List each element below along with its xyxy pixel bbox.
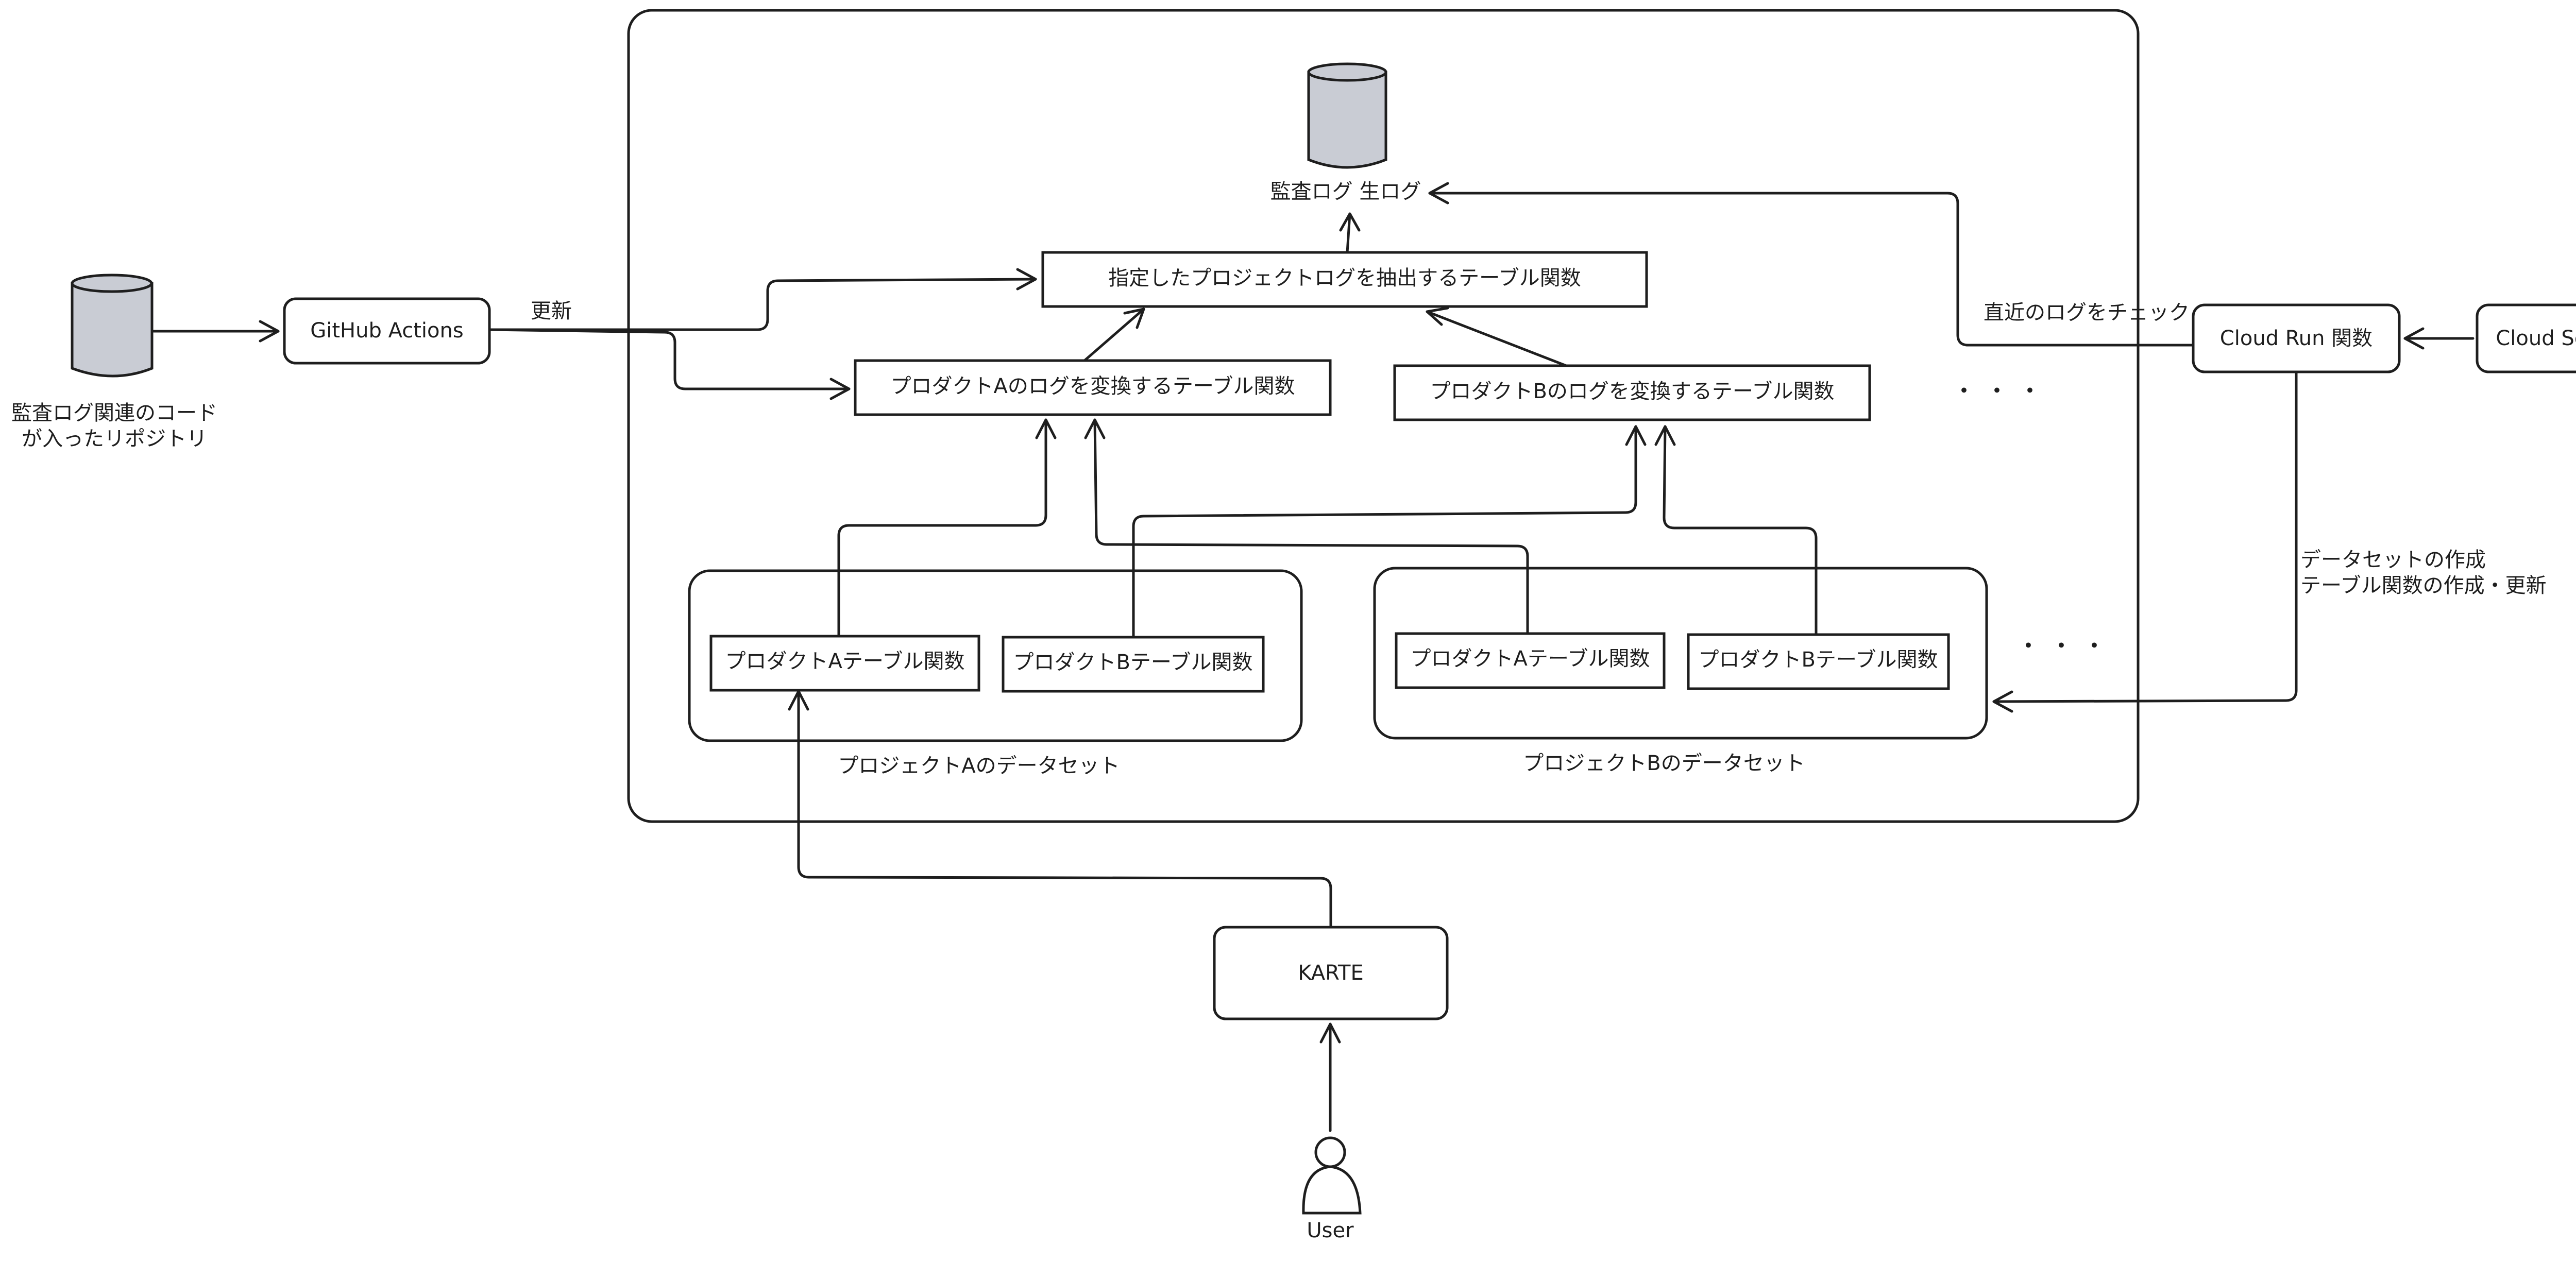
extract-project-log-function-node[interactable] bbox=[1041, 251, 1648, 308]
ellipsis-more-datasets: ・・・ bbox=[2016, 632, 2115, 660]
arrowhead-raw-log bbox=[1339, 212, 1361, 232]
karte-label: KARTE bbox=[1298, 961, 1363, 985]
dataset-a-product-b-function-label: プロダクトBテーブル関数 bbox=[1013, 651, 1252, 674]
dataset-a-label: プロジェクトAのデータセット bbox=[838, 754, 1120, 778]
repository-label-line-1: 監査ログ関連のコード bbox=[11, 401, 217, 425]
user-label: User bbox=[1307, 1219, 1354, 1242]
raw-log-label: 監査ログ 生ログ bbox=[1270, 180, 1421, 203]
arrowhead-github-actions bbox=[259, 320, 280, 343]
arrowhead-raw-log-from-cloud-run bbox=[1428, 182, 1449, 204]
arrowhead-extract-from-product-b bbox=[1426, 306, 1449, 326]
arrowhead-extract-from-product-a bbox=[1123, 308, 1145, 329]
product-b-convert-function-node[interactable] bbox=[1393, 364, 1871, 421]
product-a-convert-function-label: プロダクトAのログを変換するテーブル関数 bbox=[891, 374, 1295, 398]
repository-database-icon bbox=[71, 274, 154, 378]
arrowhead-extract-function bbox=[1016, 268, 1037, 291]
dataset-a-product-a-function-label: プロダクトAテーブル関数 bbox=[725, 650, 965, 673]
edge-dataset-b-product-a-to-product-a-convert bbox=[1093, 418, 1529, 635]
edge-extract-function-to-raw-log bbox=[1346, 212, 1351, 254]
cloud-run-function-label: Cloud Run 関数 bbox=[2220, 327, 2372, 350]
dataset-a-product-a-function-node[interactable] bbox=[709, 635, 980, 692]
dataset-b-product-a-function-node[interactable] bbox=[1395, 632, 1666, 689]
edge-cloud-run-to-datasets bbox=[1992, 370, 2298, 703]
edge-cloud-run-to-raw-log bbox=[1428, 192, 2195, 347]
repository-label-line-2: が入ったリポジトリ bbox=[22, 427, 207, 451]
arrowhead-product-b-convert-from-dataset-a bbox=[1625, 425, 1647, 446]
edge-karte-to-dataset-a-product-a bbox=[797, 690, 1332, 929]
edge-dataset-a-product-b-to-product-b-convert bbox=[1132, 425, 1637, 639]
edge-dataset-a-product-a-to-product-a-convert bbox=[837, 418, 1047, 638]
arrowhead-cloud-run bbox=[2403, 327, 2425, 350]
update-edge-label: 更新 bbox=[531, 299, 572, 323]
extract-project-log-function-label: 指定したプロジェクトログを抽出するテーブル関数 bbox=[1108, 266, 1581, 290]
edge-github-actions-to-extract-function bbox=[488, 278, 1037, 331]
dataset-b-group bbox=[1373, 567, 1988, 740]
arrowhead-product-b-convert-from-dataset-b bbox=[1654, 425, 1676, 446]
product-a-convert-function-node[interactable] bbox=[854, 359, 1332, 416]
edge-product-b-convert-to-extract-function bbox=[1426, 310, 1568, 367]
dataset-b-product-b-function-label: プロダクトBテーブル関数 bbox=[1698, 648, 1938, 672]
cloud-scheduler-label: Cloud Scheduler bbox=[2496, 327, 2576, 350]
product-b-convert-function-label: プロダクトBのログを変換するテーブル関数 bbox=[1430, 380, 1834, 403]
dataset-a-product-b-function-node[interactable] bbox=[1002, 636, 1265, 693]
dataset-b-label: プロジェクトBのデータセット bbox=[1523, 752, 1805, 775]
edge-github-actions-to-product-a-convert bbox=[488, 328, 851, 390]
arrowhead-dataset-a-product-a-from-karte bbox=[788, 690, 809, 711]
create-edge-label-line-1: データセットの作成 bbox=[2300, 548, 2486, 572]
create-edge-label-line-2: テーブル関数の作成・更新 bbox=[2300, 574, 2547, 598]
user-icon bbox=[1302, 1136, 1362, 1215]
check-recent-logs-edge-label: 直近のログをチェック bbox=[1984, 301, 2190, 325]
edge-product-a-convert-to-extract-function bbox=[1083, 308, 1145, 362]
edge-dataset-b-product-b-to-product-b-convert bbox=[1663, 425, 1818, 636]
cloud-scheduler-node[interactable] bbox=[2476, 303, 2576, 373]
dataset-b-product-a-function-label: プロダクトAテーブル関数 bbox=[1411, 647, 1650, 671]
github-actions-label: GitHub Actions bbox=[310, 319, 463, 343]
bigquery-container bbox=[627, 9, 2140, 823]
arrowhead-datasets-from-cloud-run bbox=[1992, 690, 2013, 713]
raw-log-database-icon bbox=[1307, 62, 1387, 169]
arrowhead-product-a-convert bbox=[829, 378, 851, 400]
arrowhead-karte-from-user bbox=[1319, 1022, 1341, 1044]
dataset-a-group bbox=[688, 569, 1303, 742]
arrowhead-product-a-convert-from-dataset-b bbox=[1084, 418, 1106, 439]
dataset-b-product-b-function-node[interactable] bbox=[1687, 633, 1950, 690]
arrowhead-product-a-convert-from-dataset-a bbox=[1035, 418, 1057, 439]
ellipsis-more-converters: ・・・ bbox=[1952, 377, 2051, 405]
